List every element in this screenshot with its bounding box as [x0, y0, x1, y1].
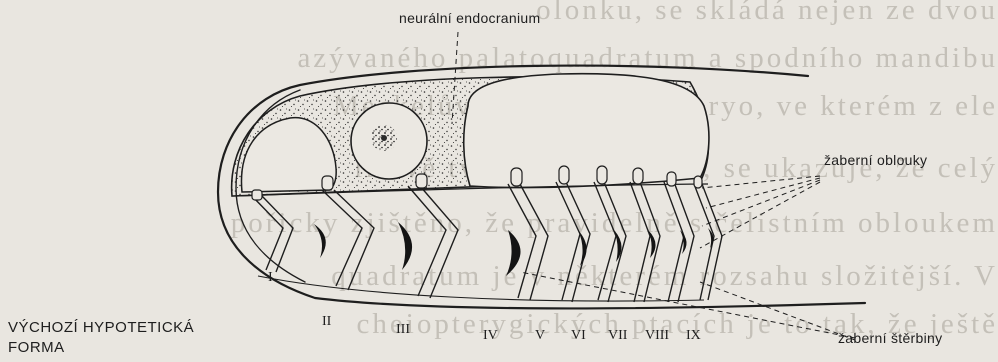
gill-arches — [236, 182, 722, 302]
arch-numeral-8: VIII — [645, 328, 669, 344]
label-gill-slits: žaberní štěrbiny — [838, 330, 942, 346]
arch-numeral-6: VI — [571, 328, 586, 344]
figure-caption: VÝCHOZÍ HYPOTETICKÁ FORMA — [8, 318, 194, 358]
gill-slit — [314, 224, 326, 258]
arch-numeral-1: I — [268, 270, 273, 286]
arch-numeral-4: IV — [483, 328, 498, 344]
gill-slit — [506, 230, 521, 276]
arch-numeral-9: IX — [686, 328, 701, 344]
label-gill-arches: žaberní oblouky — [824, 152, 927, 168]
arch-numeral-3: III — [396, 322, 410, 338]
arch-numeral-2: II — [322, 314, 331, 330]
caption-line: FORMA — [8, 338, 194, 358]
caption-line: VÝCHOZÍ HYPOTETICKÁ — [8, 318, 194, 338]
arch-numeral-7: VII — [608, 328, 627, 344]
gill-slit — [398, 222, 412, 270]
label-neural-endocranium: neurální endocranium — [399, 10, 540, 26]
arch-numeral-5: V — [535, 328, 545, 344]
gill-slits — [314, 222, 714, 276]
otic-capsule — [464, 74, 709, 188]
